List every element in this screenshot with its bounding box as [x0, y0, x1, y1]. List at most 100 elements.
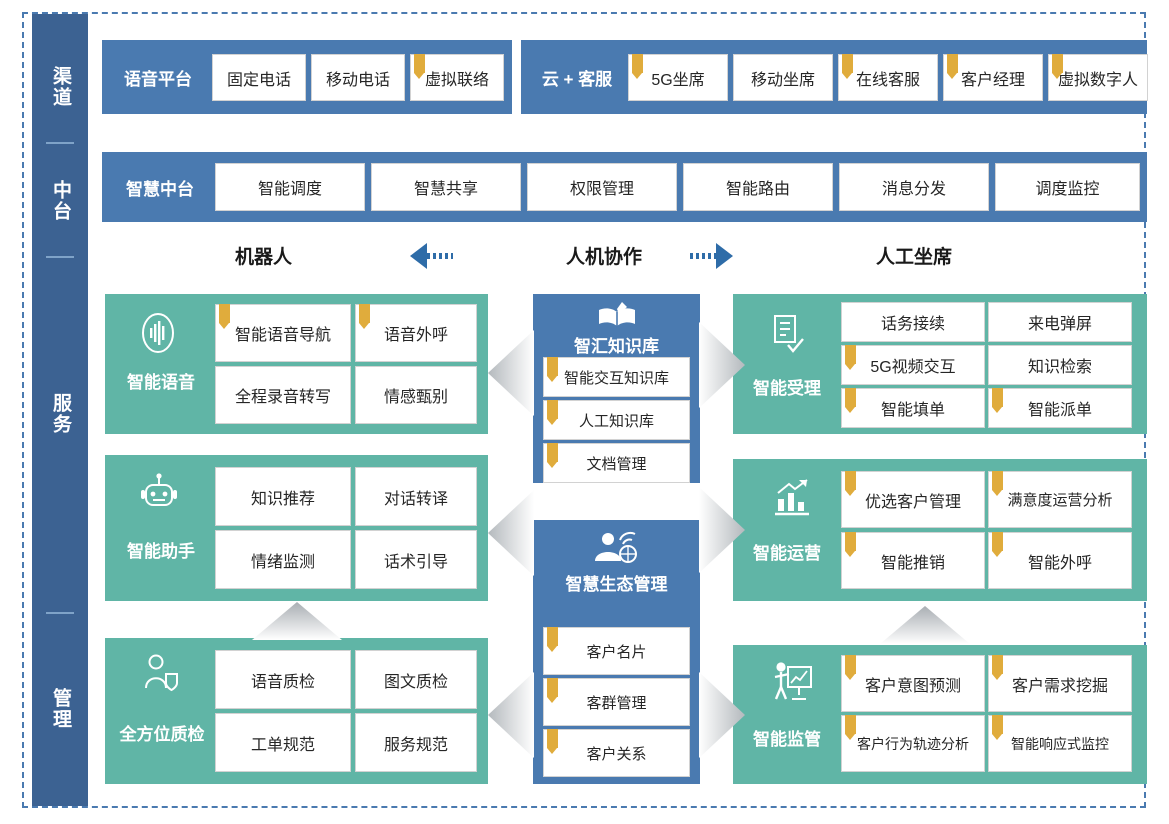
voice-item-emotion-detect[interactable]: 情感甄别 — [355, 366, 477, 424]
platform-item-dispatch-monitoring[interactable]: 调度监控 — [995, 163, 1140, 211]
bookmark-icon — [632, 54, 643, 79]
bookmark-icon — [547, 443, 558, 468]
bookmark-icon — [547, 678, 558, 703]
acceptance-item-knowledge-search[interactable]: 知识检索 — [988, 345, 1132, 385]
qc-item-text-image-inspection[interactable]: 图文质检 — [355, 650, 477, 709]
supervision-item-label: 客户意图预测 — [864, 677, 961, 695]
eco-item-customer-group[interactable]: 客群管理 — [543, 678, 690, 726]
channel-item-virtual-human[interactable]: 虚拟数字人 — [1048, 54, 1148, 101]
channel-item-fixed-phone[interactable]: 固定电话 — [212, 54, 306, 101]
channel-item-label: 5G坐席 — [651, 71, 705, 89]
rail-divider-3 — [46, 612, 74, 614]
channel-item-5g-seat[interactable]: 5G坐席 — [628, 54, 728, 101]
channel-item-label: 客户经理 — [960, 71, 1025, 89]
group-intelligent-operation: 智能运营 优选客户管理 满意度运营分析 智能推销 智能外呼 — [733, 459, 1147, 601]
person-shield-icon — [141, 652, 183, 705]
rail-divider-2 — [46, 256, 74, 258]
assistant-item-dialog-translate[interactable]: 对话转译 — [355, 467, 477, 526]
supervision-item-label: 智能响应式监控 — [1011, 735, 1109, 752]
platform-item-permission-mgmt[interactable]: 权限管理 — [527, 163, 677, 211]
kb-item-interactive-knowledge[interactable]: 智能交互知识库 — [543, 357, 690, 397]
eco-item-customer-relation[interactable]: 客户关系 — [543, 729, 690, 777]
chevron-left-quality — [488, 672, 534, 763]
chevron-right-supervision — [699, 672, 745, 763]
assistant-item-script-guide[interactable]: 话术引导 — [355, 530, 477, 589]
user-network-icon — [590, 528, 644, 573]
operation-item-smart-outbound[interactable]: 智能外呼 — [988, 532, 1132, 589]
qc-item-voice-inspection[interactable]: 语音质检 — [215, 650, 351, 709]
acceptance-item-label: 5G视频交互 — [870, 359, 956, 376]
voice-item-label: 情感甄别 — [383, 389, 448, 406]
acceptance-item-5g-video[interactable]: 5G视频交互 — [841, 345, 985, 385]
channel-item-mobile-seat[interactable]: 移动坐席 — [733, 54, 833, 101]
section-header-human-agent: 人工坐席 — [876, 247, 953, 268]
platform-item-smart-routing[interactable]: 智能路由 — [683, 163, 833, 211]
channel-item-label: 固定电话 — [226, 71, 291, 89]
kb-item-document-mgmt[interactable]: 文档管理 — [543, 443, 690, 483]
platform-item-smart-sharing[interactable]: 智慧共享 — [371, 163, 521, 211]
center-block-knowledge-base: 智汇知识库 智能交互知识库 人工知识库 文档管理 — [533, 294, 700, 483]
acceptance-item-label: 知识检索 — [1027, 359, 1092, 376]
acceptance-item-call-handover[interactable]: 话务接续 — [841, 302, 985, 342]
bookmark-icon — [547, 729, 558, 754]
qc-item-label: 语音质检 — [250, 673, 315, 691]
supervision-item-demand-mining[interactable]: 客户需求挖掘 — [988, 655, 1132, 712]
operation-item-label: 优选客户管理 — [864, 493, 961, 511]
eco-item-customer-card[interactable]: 客户名片 — [543, 627, 690, 675]
bookmark-icon — [845, 471, 856, 496]
arrow-right-head — [716, 243, 733, 269]
acceptance-item-smart-form[interactable]: 智能填单 — [841, 388, 985, 428]
acceptance-item-smart-dispatch[interactable]: 智能派单 — [988, 388, 1132, 428]
bookmark-icon — [992, 388, 1003, 413]
acceptance-item-label: 来电弹屏 — [1027, 316, 1092, 333]
eco-item-label: 客群管理 — [586, 694, 647, 712]
kb-item-label: 智能交互知识库 — [563, 369, 669, 387]
acceptance-item-incoming-popup[interactable]: 来电弹屏 — [988, 302, 1132, 342]
supervision-item-intent-prediction[interactable]: 客户意图预测 — [841, 655, 985, 712]
voice-item-outbound-call[interactable]: 语音外呼 — [355, 304, 477, 362]
bookmark-icon — [992, 471, 1003, 496]
bookmark-icon — [845, 345, 856, 370]
voice-item-smart-navigation[interactable]: 智能语音导航 — [215, 304, 351, 362]
supervision-item-behavior-track-analysis[interactable]: 客户行为轨迹分析 — [841, 715, 985, 772]
operation-item-preferred-customer[interactable]: 优选客户管理 — [841, 471, 985, 528]
operation-item-satisfaction-analysis[interactable]: 满意度运营分析 — [988, 471, 1132, 528]
assistant-item-knowledge-recommend[interactable]: 知识推荐 — [215, 467, 351, 526]
voice-item-label: 智能语音导航 — [234, 327, 331, 344]
qc-item-label: 服务规范 — [383, 736, 448, 754]
chevron-left-assistant — [488, 490, 534, 581]
rail-section-channel: 渠道 — [32, 42, 88, 132]
supervision-item-label: 客户行为轨迹分析 — [857, 735, 969, 752]
chevron-right-operation — [699, 487, 745, 578]
rail-label-management: 管理 — [50, 688, 71, 730]
rail-label-platform: 中台 — [50, 180, 71, 222]
group-intelligent-acceptance: 智能受理 话务接续 来电弹屏 5G视频交互 知识检索 智能填单 智能派单 — [733, 294, 1147, 434]
platform-item-label: 智能调度 — [257, 181, 322, 198]
platform-item-message-distribution[interactable]: 消息分发 — [839, 163, 989, 211]
kb-item-manual-knowledge[interactable]: 人工知识库 — [543, 400, 690, 440]
channel-voice-platform-title: 语音平台 — [124, 69, 192, 89]
assistant-item-emotion-monitor[interactable]: 情绪监测 — [215, 530, 351, 589]
bookmark-icon — [845, 532, 856, 557]
channel-item-mobile-phone[interactable]: 移动电话 — [311, 54, 405, 101]
voice-item-full-transcription[interactable]: 全程录音转写 — [215, 366, 351, 424]
channel-item-online-service[interactable]: 在线客服 — [838, 54, 938, 101]
eco-item-label: 客户关系 — [586, 745, 647, 763]
channel-item-account-manager[interactable]: 客户经理 — [943, 54, 1043, 101]
platform-item-label: 智慧共享 — [413, 181, 478, 198]
group-label-intelligent-acceptance: 智能受理 — [753, 379, 821, 398]
qc-item-label: 图文质检 — [383, 673, 448, 691]
voice-item-label: 语音外呼 — [383, 327, 448, 344]
platform-band: 智慧中台 智能调度 智慧共享 权限管理 智能路由 消息分发 调度监控 — [102, 152, 1147, 222]
qc-item-service-standard[interactable]: 服务规范 — [355, 713, 477, 772]
bookmark-icon — [992, 715, 1003, 740]
qc-item-ticket-standard[interactable]: 工单规范 — [215, 713, 351, 772]
arrow-left-icon — [410, 243, 453, 269]
operation-item-label: 满意度运营分析 — [1007, 492, 1113, 509]
arrow-up-right-column — [880, 606, 970, 649]
bookmark-icon — [992, 532, 1003, 557]
channel-item-virtual-contact[interactable]: 虚拟联络 — [410, 54, 504, 101]
platform-item-smart-dispatch[interactable]: 智能调度 — [215, 163, 365, 211]
supervision-item-responsive-monitoring[interactable]: 智能响应式监控 — [988, 715, 1132, 772]
operation-item-smart-marketing[interactable]: 智能推销 — [841, 532, 985, 589]
